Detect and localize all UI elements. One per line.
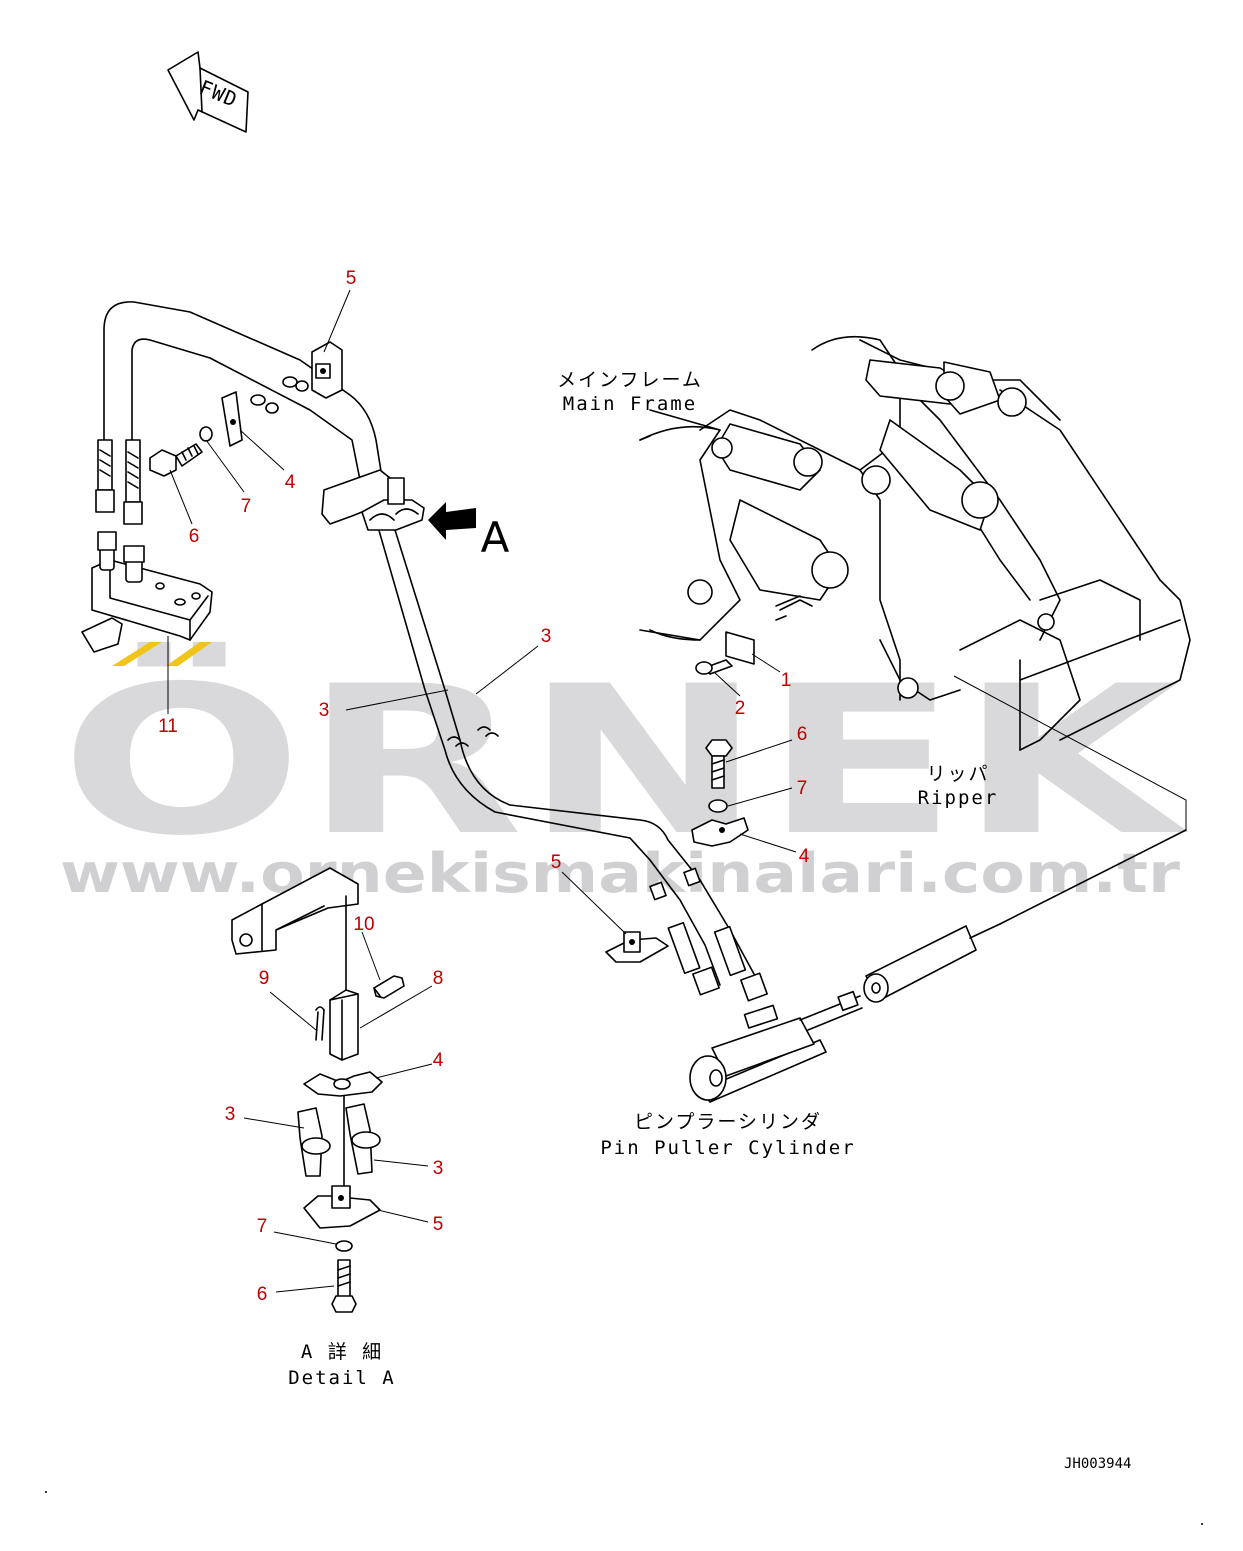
ripper-label-jp: リッパ	[926, 763, 989, 785]
detail-a-label: Detail A	[288, 1367, 396, 1389]
drawing-code: JH003944	[1064, 1456, 1131, 1472]
callout-6: 6	[189, 526, 200, 547]
callout-4: 4	[799, 846, 810, 867]
callout-3: 3	[319, 700, 330, 721]
hose-bracket-a	[321, 469, 425, 531]
ripper-main-frame-drawing	[639, 335, 1191, 830]
callout-1: 1	[781, 670, 792, 691]
washer-part-7-mid	[708, 799, 728, 813]
callout-10: 10	[353, 914, 374, 935]
callout-8: 8	[433, 968, 444, 989]
callout-6: 6	[797, 724, 808, 745]
fwd-arrow-icon: FWD	[167, 51, 249, 133]
callout-11: 11	[158, 716, 178, 737]
callout-5: 5	[433, 1214, 444, 1235]
main-frame-label-jp: メインフレーム	[557, 369, 703, 391]
bolt-part-6-top	[149, 443, 203, 477]
clamp-part-4-mid	[691, 817, 749, 847]
ripper-label: Ripper	[918, 787, 999, 809]
callout-3: 3	[225, 1104, 236, 1125]
hydraulic-hose-assembly	[103, 301, 761, 986]
callout-3: 3	[541, 626, 552, 647]
callout-9: 9	[259, 968, 270, 989]
watermark-brand: ÖRNEK	[60, 642, 1190, 881]
callout-6: 6	[257, 1284, 268, 1305]
valve-block-part-11	[81, 531, 213, 653]
washers-top	[250, 376, 309, 414]
bolt-part-6-mid	[705, 739, 733, 789]
hose-fitting-left	[95, 439, 143, 525]
callouts: 5 4 7 6 11 3 3 1 2 6 7 4 5 10 9 8 4 3 3 …	[158, 268, 810, 1305]
callout-3: 3	[433, 1158, 444, 1179]
callout-4: 4	[433, 1050, 444, 1071]
main-frame-label: Main Frame	[563, 393, 697, 415]
callout-7: 7	[241, 496, 252, 517]
callout-2: 2	[735, 698, 746, 719]
clamp-part-4-top	[221, 391, 243, 447]
view-marker-a: A	[481, 513, 510, 562]
detail-a-label-jp: A 詳 細	[301, 1341, 383, 1363]
callout-4: 4	[285, 472, 296, 493]
washer-part-7-top	[199, 426, 213, 442]
view-arrow-a-icon	[428, 502, 476, 540]
labels: メインフレーム Main Frame リッパ Ripper ピンプラーシリンダ …	[288, 369, 1131, 1472]
watermark: ÖRNEK www.ornekismakinalari.com.tr	[60, 642, 1190, 905]
pin-puller-label-jp: ピンプラーシリンダ	[634, 1111, 822, 1133]
pin-puller-cylinder	[689, 829, 1187, 1103]
clamp-part-5-mid	[605, 931, 669, 963]
clamp-top-part-5	[311, 341, 343, 399]
watermark-url: www.ornekismakinalari.com.tr	[60, 842, 1180, 905]
detail-a-drawing	[231, 867, 405, 1313]
callout-5: 5	[346, 268, 357, 289]
hose-fitting-cylinder	[649, 867, 768, 1002]
leader-lines	[167, 289, 797, 1293]
callout-5: 5	[551, 852, 562, 873]
callout-7: 7	[797, 778, 808, 799]
callout-7: 7	[257, 1216, 268, 1237]
pin-puller-label: Pin Puller Cylinder	[600, 1137, 855, 1159]
